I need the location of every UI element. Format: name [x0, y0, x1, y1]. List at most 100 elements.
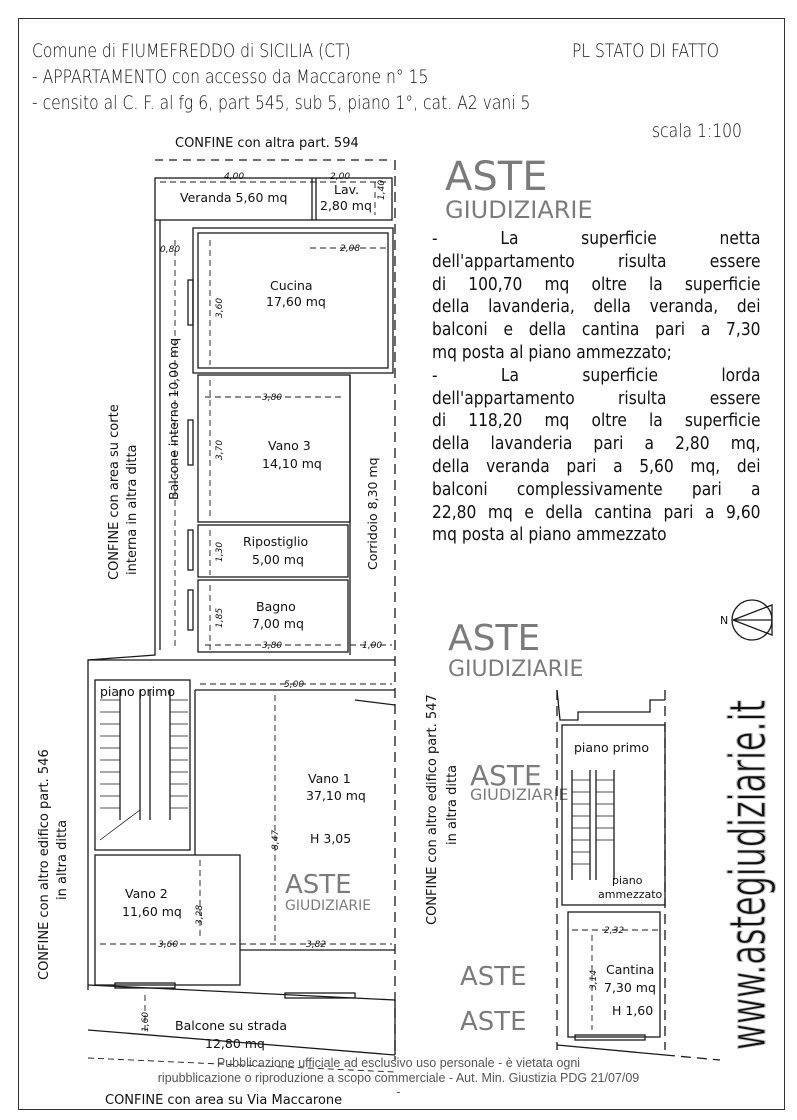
watermark-site: www.astegiudiziarie.it [719, 700, 777, 1050]
dimension-label: 1,60 [141, 1012, 151, 1032]
watermark-aste: ASTE [448, 618, 540, 659]
dimension-label: 2,08 [340, 244, 360, 254]
dimension-label: 1,00 [362, 641, 382, 651]
aste-logo-watermarks: ASTE GIUDIZIARIE ASTE GIUDIZIARIE ASTE A… [285, 154, 593, 1037]
publication-notice-3: - [396, 1085, 401, 1099]
description-line: balconi complessivamente pari a [432, 478, 761, 500]
balcone-strada-area: 12,80 mq [205, 1036, 265, 1051]
dimension-label: 3,14 [589, 970, 599, 990]
dimension-label: 2,32 [604, 926, 624, 936]
mezzanine-piano-primo-label: piano primo [574, 740, 649, 755]
dimension-label: 0,80 [160, 245, 180, 255]
watermark-aste: ASTE [285, 870, 352, 900]
vano1-area: 37,10 mq [306, 788, 366, 803]
dimension-label: 3,60 [158, 940, 178, 950]
boundary-left-label-2: in altra ditta [55, 820, 70, 900]
ripostiglio-area: 5,00 mq [252, 552, 304, 567]
cantina-height: H 1,60 [612, 1003, 653, 1018]
dimension-label: 4,00 [224, 172, 244, 182]
bagno-label: Bagno [256, 599, 296, 614]
boundary-top-label: CONFINE con altra part. 594 [175, 136, 359, 151]
watermark-aste: ASTE [445, 154, 547, 200]
dimension-label: 5,00 [284, 680, 304, 690]
municipality-title: Comune di FIUMEFREDDO di SICILIA (CT) [32, 40, 351, 62]
description-line: di 118,20 mq oltre la superficie [432, 410, 761, 432]
watermark-aste: ASTE [460, 1007, 527, 1037]
piano-ammezzato-label-2: ammezzato [598, 888, 663, 901]
vano2-label: Vano 2 [125, 886, 168, 901]
watermark-giudiziarie: GIUDIZIARIE [470, 785, 568, 804]
description-line: - La superficie netta [432, 228, 761, 249]
outer-wall-left [87, 220, 156, 990]
veranda-lav-block [154, 177, 393, 221]
description-line: dell'appartamento risulta essere [432, 250, 761, 272]
cadastral-line: - censito al C. F. al fg 6, part 545, su… [32, 92, 531, 114]
corridoio-label: Corridoio 8,30 mq [365, 458, 380, 571]
description-line: della lavanderia, della veranda, dei [432, 296, 761, 318]
description-line: balconi e della cantina pari a 7,30 [432, 319, 761, 341]
vano3-area: 14,10 mq [262, 456, 322, 471]
boundary-left-label: CONFINE con altro edifico part. 546 [37, 749, 52, 980]
balcone-strada-label: Balcone su strada [175, 1018, 287, 1033]
lav-area: 2,80 mq [320, 198, 372, 213]
watermark-aste: ASTE [460, 962, 527, 992]
cucina-area: 17,60 mq [266, 294, 326, 309]
dimension-label: 8,47 [271, 830, 281, 850]
boundary-bottom-label: CONFINE con area su Via Maccarone [105, 1093, 342, 1108]
watermark-giudiziarie: GIUDIZIARIE [285, 898, 371, 914]
description-line: mq posta al piano ammezzato [432, 524, 667, 546]
watermark-giudiziarie: GIUDIZIARIE [445, 196, 593, 224]
lav-label: Lav. [334, 182, 359, 197]
surface-description: - La superficie netta dell'appartamento … [432, 228, 761, 547]
description-line: della lavanderia pari a 2,80 mq, [432, 433, 761, 455]
description-line: della veranda pari a 5,60 mq, dei [432, 455, 761, 477]
mezzanine-staircase-area [561, 724, 666, 906]
bagno-room [197, 579, 349, 653]
description-line: - La superficie lorda [432, 364, 761, 386]
vano2-area: 11,60 mq [122, 904, 182, 919]
balcone-strada-edge [87, 1029, 396, 1056]
plan-type-title: PL STATO DI FATTO [572, 40, 719, 62]
dimension-label: 3,70 [215, 440, 225, 460]
description-line: mq posta al piano ammezzato; [432, 341, 672, 363]
dimension-label: 3,80 [262, 641, 282, 651]
description-line: 22,80 mq e della cantina pari a 9,60 [432, 501, 761, 523]
staircase [94, 679, 191, 851]
description-line: dell'appartamento risulta essere [432, 387, 761, 409]
piano-primo-label: piano primo [100, 684, 175, 699]
ripostiglio-label: Ripostiglio [243, 534, 308, 549]
cantina-room [567, 911, 661, 1038]
dimension-label: 3,80 [262, 393, 282, 403]
drawing-frame [18, 18, 785, 1110]
boundary-right-label-2: in altra ditta [445, 765, 460, 845]
dimension-label: 1,30 [215, 542, 225, 562]
boundary-courtyard-label-2: interna in altra ditta [125, 444, 140, 575]
scale-label: scala 1:100 [652, 120, 742, 142]
vano1-label: Vano 1 [308, 771, 351, 786]
vano2-room [94, 854, 241, 986]
dimension-label: 1,85 [215, 608, 225, 628]
boundary-courtyard-label: CONFINE con area su corte [107, 404, 122, 580]
cantina-area: 7,30 mq [604, 980, 656, 995]
cantina-label: Cantina [606, 962, 654, 977]
apartment-line: - APPARTAMENTO con accesso da Maccarone … [32, 66, 429, 88]
vano3-label: Vano 3 [268, 438, 311, 453]
watermark-aste: ASTE [470, 759, 542, 792]
boundary-right-label: CONFINE con altro edifico part. 547 [425, 694, 440, 925]
description-line: di 100,70 mq oltre la superficie [432, 273, 761, 295]
publication-notice-2: ripubblicazione o riproduzione a scopo c… [157, 1071, 640, 1085]
cucina-label: Cucina [270, 278, 313, 293]
dimension-label: 3,60 [215, 298, 225, 318]
dimension-label: 3,82 [306, 940, 326, 950]
veranda-label: Veranda 5,60 mq [180, 190, 287, 205]
piano-ammezzato-label: piano [612, 874, 643, 887]
ripostiglio-room [197, 524, 349, 578]
dimension-label: 1,40 [377, 180, 387, 200]
balcone-interno-label: Balcone interno 10,00 mq [166, 338, 181, 500]
dimension-label: 3,28 [195, 905, 205, 925]
vano1-height: H 3,05 [310, 831, 351, 846]
publication-notice: Pubblicazione ufficiale ad esclusivo uso… [216, 1056, 581, 1070]
dimension-label: 2,00 [330, 172, 350, 182]
bagno-area: 7,00 mq [252, 616, 304, 631]
